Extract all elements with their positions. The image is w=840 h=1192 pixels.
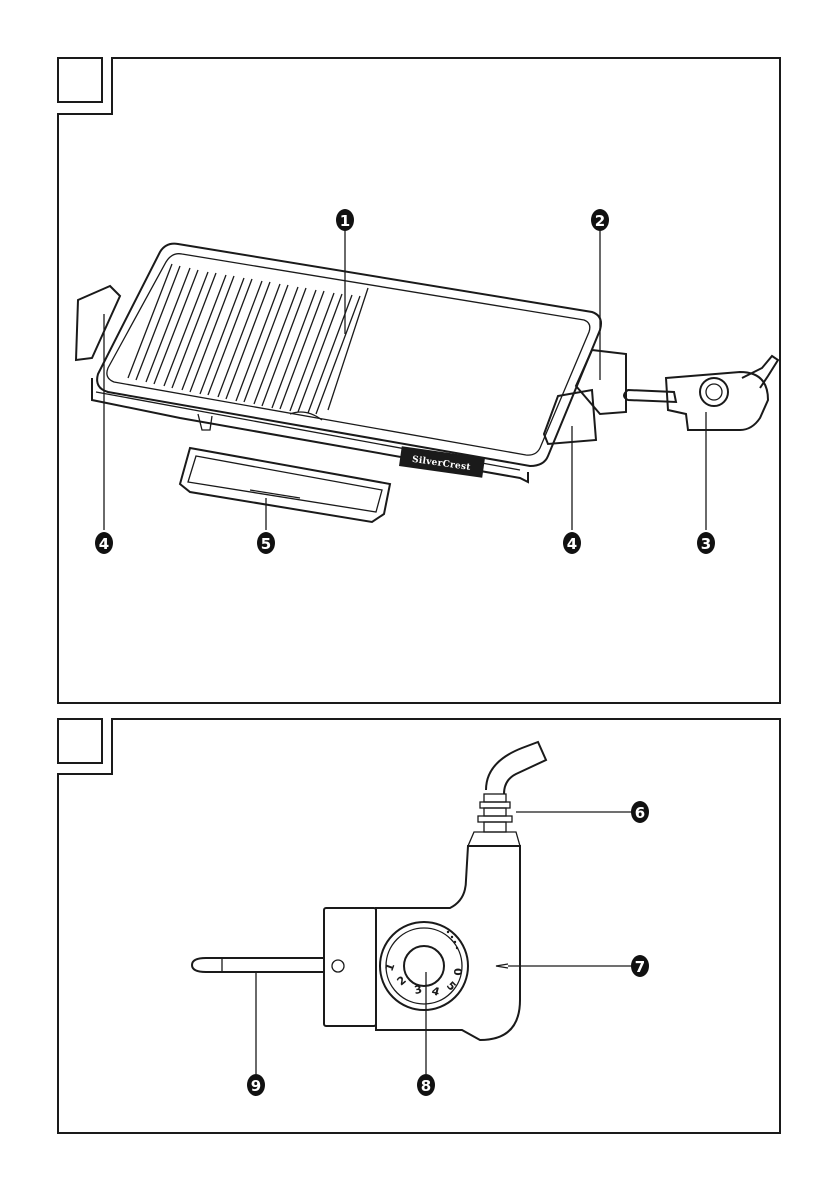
- callout-2: 2: [591, 209, 609, 231]
- handle-right: [544, 390, 596, 444]
- callout-4-left: 4: [95, 532, 113, 554]
- callout-1: 1: [336, 209, 354, 231]
- callout-5: 5: [257, 532, 275, 554]
- dial-mark-0: 0: [451, 968, 464, 976]
- temperature-probe: [192, 958, 324, 972]
- thermostat-socket: [576, 350, 626, 414]
- thermostat-body: [376, 846, 520, 1040]
- thermostat-dial-small: [700, 378, 728, 406]
- dial-mark-5: 5: [444, 979, 459, 994]
- svg-text:1: 1: [340, 212, 350, 230]
- dial-mark-4: 4: [430, 984, 441, 999]
- thermostat-large: 0 1 2 3 4 5: [192, 742, 546, 1040]
- plate-screw: [332, 960, 344, 972]
- grill-ribs: [128, 264, 360, 414]
- indicator-arrow: [496, 964, 508, 968]
- svg-text:8: 8: [421, 1077, 431, 1095]
- svg-text:4: 4: [567, 535, 577, 553]
- figure-b-leaders: [256, 812, 632, 1074]
- svg-text:6: 6: [635, 804, 645, 822]
- svg-text:2: 2: [595, 212, 605, 230]
- dial-mark-1: 1: [383, 961, 398, 973]
- svg-text:5: 5: [261, 535, 271, 553]
- callout-8: 8: [417, 1074, 435, 1096]
- figure-a-number-box: [58, 58, 102, 102]
- svg-text:4: 4: [99, 535, 109, 553]
- callout-3: 3: [697, 532, 715, 554]
- power-cord: [486, 742, 546, 794]
- figure-b-number-box: [58, 719, 102, 763]
- callout-4-right: 4: [563, 532, 581, 554]
- svg-text:9: 9: [251, 1077, 261, 1095]
- grill-housing: [97, 244, 601, 466]
- figure-b-panel: [58, 719, 780, 1133]
- strain-relief: [468, 794, 520, 846]
- handle-left: [76, 286, 120, 360]
- grill-appliance: SilverCrest: [76, 244, 626, 482]
- callout-9: 9: [247, 1074, 265, 1096]
- drip-tray: [180, 448, 390, 522]
- callout-6: 6: [631, 801, 649, 823]
- callout-7: 7: [631, 955, 649, 977]
- thermostat-small: [624, 356, 778, 430]
- figure-b-frame: [58, 719, 780, 1133]
- svg-text:3: 3: [701, 535, 711, 553]
- grill-plate: [107, 254, 590, 455]
- svg-text:7: 7: [635, 958, 645, 976]
- thermostat-body-small: [666, 372, 768, 430]
- drip-tray-grip: [250, 490, 300, 498]
